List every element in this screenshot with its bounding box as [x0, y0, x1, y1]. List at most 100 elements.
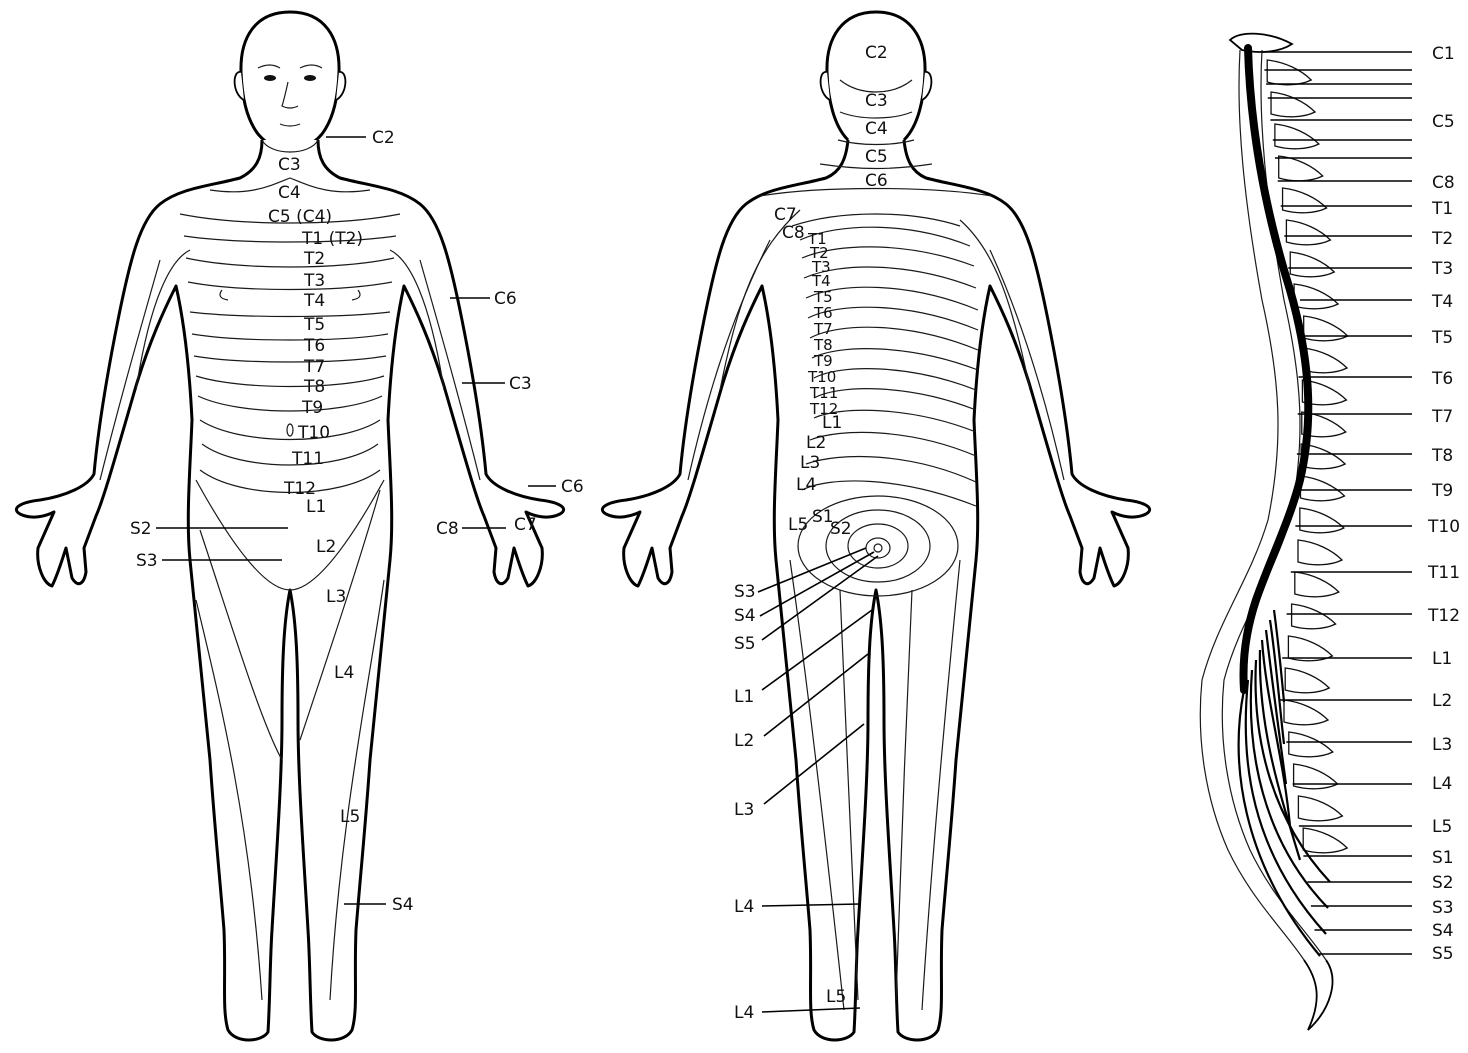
front-label-t12: T12	[283, 479, 316, 499]
spine-label-t6: T6	[1431, 369, 1453, 389]
front-callout-c6-arm: C6	[494, 289, 517, 309]
front-label-l3: L3	[326, 587, 346, 607]
back-callout-l3: L3	[734, 800, 754, 820]
vertebra-process	[1283, 188, 1327, 213]
back-label-l5-hip: L5	[788, 515, 808, 535]
front-label-t6: T6	[303, 336, 325, 356]
back-label-l2: L2	[806, 433, 826, 453]
spine-column	[1200, 34, 1347, 1030]
front-callout-c3-arm: C3	[509, 374, 532, 394]
front-callout-s2: S2	[130, 519, 152, 539]
front-label-t5: T5	[303, 315, 325, 335]
front-label-l5: L5	[340, 807, 360, 827]
front-callout-c6-hand: C6	[561, 477, 584, 497]
back-callout-labels: S3 S4 S5 L1 L2 L3 L4 L4	[734, 582, 756, 1023]
vertebra-process	[1275, 124, 1319, 149]
front-callout-c2: C2	[372, 128, 395, 148]
front-label-l2: L2	[316, 537, 336, 557]
spine-label-s4: S4	[1432, 921, 1454, 941]
back-label-c4: C4	[865, 119, 888, 139]
front-label-l4: L4	[334, 663, 354, 683]
spine-label-t1: T1	[1431, 199, 1453, 219]
spine-labels: C1 C5 C8 T1 T2 T3 T4 T5 T6 T7 T8 T9 T10 …	[1427, 44, 1460, 964]
vertebra-process	[1295, 572, 1339, 597]
front-label-t8: T8	[303, 377, 325, 397]
front-callout-c8: C8	[436, 519, 459, 539]
vertebra-process	[1267, 60, 1311, 85]
back-label-l1: L1	[822, 413, 842, 433]
spine-label-t12: T12	[1427, 606, 1460, 626]
spine-label-t4: T4	[1431, 292, 1453, 312]
front-label-t4: T4	[303, 291, 325, 311]
front-label-t11: T11	[291, 449, 324, 469]
front-label-c3: C3	[278, 155, 301, 175]
vertebra-process	[1303, 828, 1347, 853]
vertebra-process	[1271, 92, 1315, 117]
vertebra-process	[1304, 316, 1348, 341]
vertebra-process	[1298, 540, 1342, 565]
vertebra-process	[1292, 604, 1336, 629]
vertebra-process	[1288, 636, 1332, 661]
spine-label-t10: T10	[1427, 517, 1460, 537]
vertebra-process	[1286, 220, 1330, 245]
front-label-t2: T2	[303, 249, 325, 269]
vertebra-process	[1298, 796, 1342, 821]
spine-label-s3: S3	[1432, 898, 1454, 918]
spine-label-t5: T5	[1431, 328, 1453, 348]
spine-label-t9: T9	[1431, 481, 1453, 501]
spine-label-l4: L4	[1432, 774, 1452, 794]
back-label-c3: C3	[865, 91, 888, 111]
front-label-t9: T9	[301, 398, 323, 418]
back-label-c6: C6	[865, 171, 888, 191]
vertebra-process	[1300, 476, 1344, 501]
back-label-l3: L3	[800, 453, 820, 473]
vertebra-process	[1300, 508, 1344, 533]
spine-label-l2: L2	[1432, 691, 1452, 711]
spine-label-t8: T8	[1431, 446, 1453, 466]
back-label-l5-foot: L5	[826, 987, 846, 1007]
spine-label-t3: T3	[1431, 259, 1453, 279]
spine-label-t7: T7	[1431, 407, 1453, 427]
back-callout-s5: S5	[734, 634, 756, 654]
back-callout-s3: S3	[734, 582, 756, 602]
vertebra-process	[1289, 732, 1333, 757]
back-label-c7: C7	[774, 205, 797, 225]
front-label-t7: T7	[303, 357, 325, 377]
spine-label-c1: C1	[1432, 44, 1455, 64]
vertebra-process	[1294, 764, 1338, 789]
vertebra-process	[1285, 668, 1329, 693]
spine-label-s1: S1	[1432, 848, 1454, 868]
vertebra-process	[1294, 284, 1338, 309]
back-label-s2: S2	[830, 519, 852, 539]
spine-label-l3: L3	[1432, 735, 1452, 755]
spine-label-t2: T2	[1431, 229, 1453, 249]
spine-label-l1: L1	[1432, 649, 1452, 669]
front-label-l1: L1	[306, 497, 326, 517]
vertebra-process	[1290, 252, 1334, 277]
back-callout-l4-calf: L4	[734, 897, 754, 917]
front-label-t3: T3	[303, 271, 325, 291]
spine-label-t11: T11	[1427, 563, 1460, 583]
back-callout-l4-foot: L4	[734, 1003, 754, 1023]
front-label-t10: T10	[297, 423, 330, 443]
spine-label-l5: L5	[1432, 817, 1452, 837]
front-callout-c7: C7	[514, 515, 537, 535]
vertebra-process	[1279, 156, 1323, 181]
front-label-c5-c4: C5 (C4)	[268, 207, 332, 227]
spine-label-c5: C5	[1432, 112, 1455, 132]
back-label-c5: C5	[865, 147, 888, 167]
back-label-c8: C8	[782, 223, 805, 243]
vertebra-process	[1284, 700, 1328, 725]
back-callout-s4: S4	[734, 606, 756, 626]
front-callout-s3: S3	[136, 551, 158, 571]
front-callout-s4: S4	[392, 895, 414, 915]
back-callout-l2: L2	[734, 731, 754, 751]
front-label-c4: C4	[278, 183, 301, 203]
spine-label-s5: S5	[1432, 944, 1454, 964]
back-label-c2: C2	[865, 43, 888, 63]
back-callout-l1: L1	[734, 687, 754, 707]
front-label-t1-t2: T1 (T2)	[301, 229, 363, 249]
spine-label-s2: S2	[1432, 873, 1454, 893]
